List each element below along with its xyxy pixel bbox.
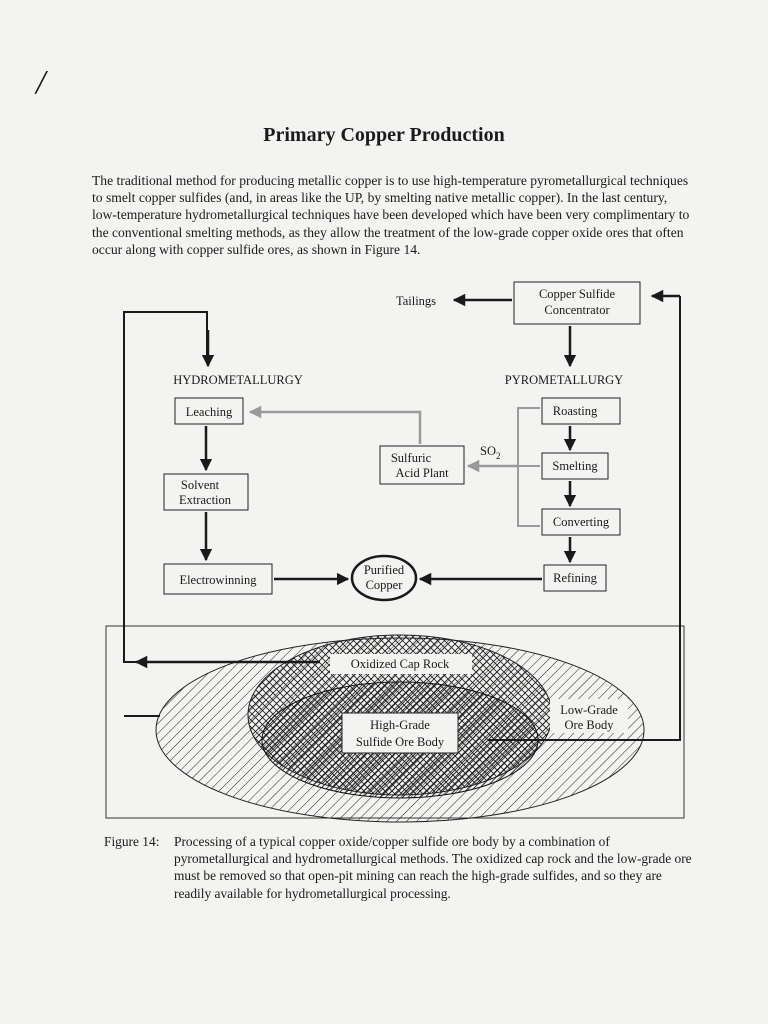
low-grade-line1: Low-Grade: [560, 703, 618, 717]
intro-text: The traditional method for producing met…: [92, 173, 690, 257]
acid-line1: Sulfuric: [391, 451, 432, 465]
converting-box: [541, 508, 621, 536]
converting-label: Converting: [553, 515, 610, 529]
ore-body-region: Oxidized Cap Rock High-Grade Sulfide Ore…: [105, 625, 685, 823]
refining-label: Refining: [553, 571, 597, 585]
figure-label: Figure 14:: [104, 834, 160, 849]
electrowinning-label: Electrowinning: [179, 573, 257, 587]
smelting-box: [541, 452, 609, 480]
smelting-label: Smelting: [552, 459, 598, 473]
concentrator-line1: Copper Sulfide: [539, 287, 615, 301]
refining-box: [543, 564, 607, 592]
solvent-line1: Solvent: [181, 478, 220, 492]
sulfide-ore-to-concentrator-line: [488, 296, 681, 741]
purified-line1: Purified: [364, 563, 405, 577]
leaching-box: [174, 397, 244, 425]
concentrator-line2: Concentrator: [544, 303, 610, 317]
low-grade-label-bg: [550, 699, 628, 733]
tailings-label: Tailings: [396, 294, 436, 308]
solvent-extraction-box: [163, 473, 249, 511]
high-grade-line1: High-Grade: [370, 718, 430, 732]
purified-copper-node: [350, 554, 418, 602]
page-title: Primary Copper Production: [263, 124, 505, 146]
oxidized-cap-label: Oxidized Cap Rock: [351, 657, 450, 671]
low-grade-line2: Ore Body: [565, 718, 615, 732]
intro-paragraph: The traditional method for producing met…: [92, 172, 692, 258]
copper-process-diagram: Oxidized Cap Rock High-Grade Sulfide Ore…: [105, 281, 685, 823]
concentrator-box: [513, 281, 641, 325]
so2-main: SO: [480, 444, 496, 458]
figure-caption-text: Processing of a typical copper oxide/cop…: [174, 834, 692, 901]
acid-to-leaching-arrow: [248, 405, 422, 444]
so2-collection-lines: [466, 407, 540, 527]
electrowinning-box: [163, 563, 273, 595]
oxidized-cap-label-bg: [330, 654, 472, 674]
high-grade-line2: Sulfide Ore Body: [356, 735, 445, 749]
roasting-label: Roasting: [553, 404, 598, 418]
margin-pen-mark: /: [36, 64, 46, 101]
so2-subscript: 2: [496, 451, 501, 461]
acid-plant-box: [379, 445, 465, 485]
leaching-label: Leaching: [186, 405, 233, 419]
high-grade-label-box: [341, 712, 459, 754]
solvent-line2: Extraction: [179, 493, 232, 507]
purified-line2: Copper: [366, 578, 404, 592]
hydrometallurgy-heading: HYDROMETALLURGY: [173, 373, 303, 387]
acid-line2: Acid Plant: [395, 466, 449, 480]
so2-label: SO2: [480, 444, 500, 461]
pyrometallurgy-heading: PYROMETALLURGY: [505, 373, 623, 387]
roasting-box: [541, 397, 621, 425]
